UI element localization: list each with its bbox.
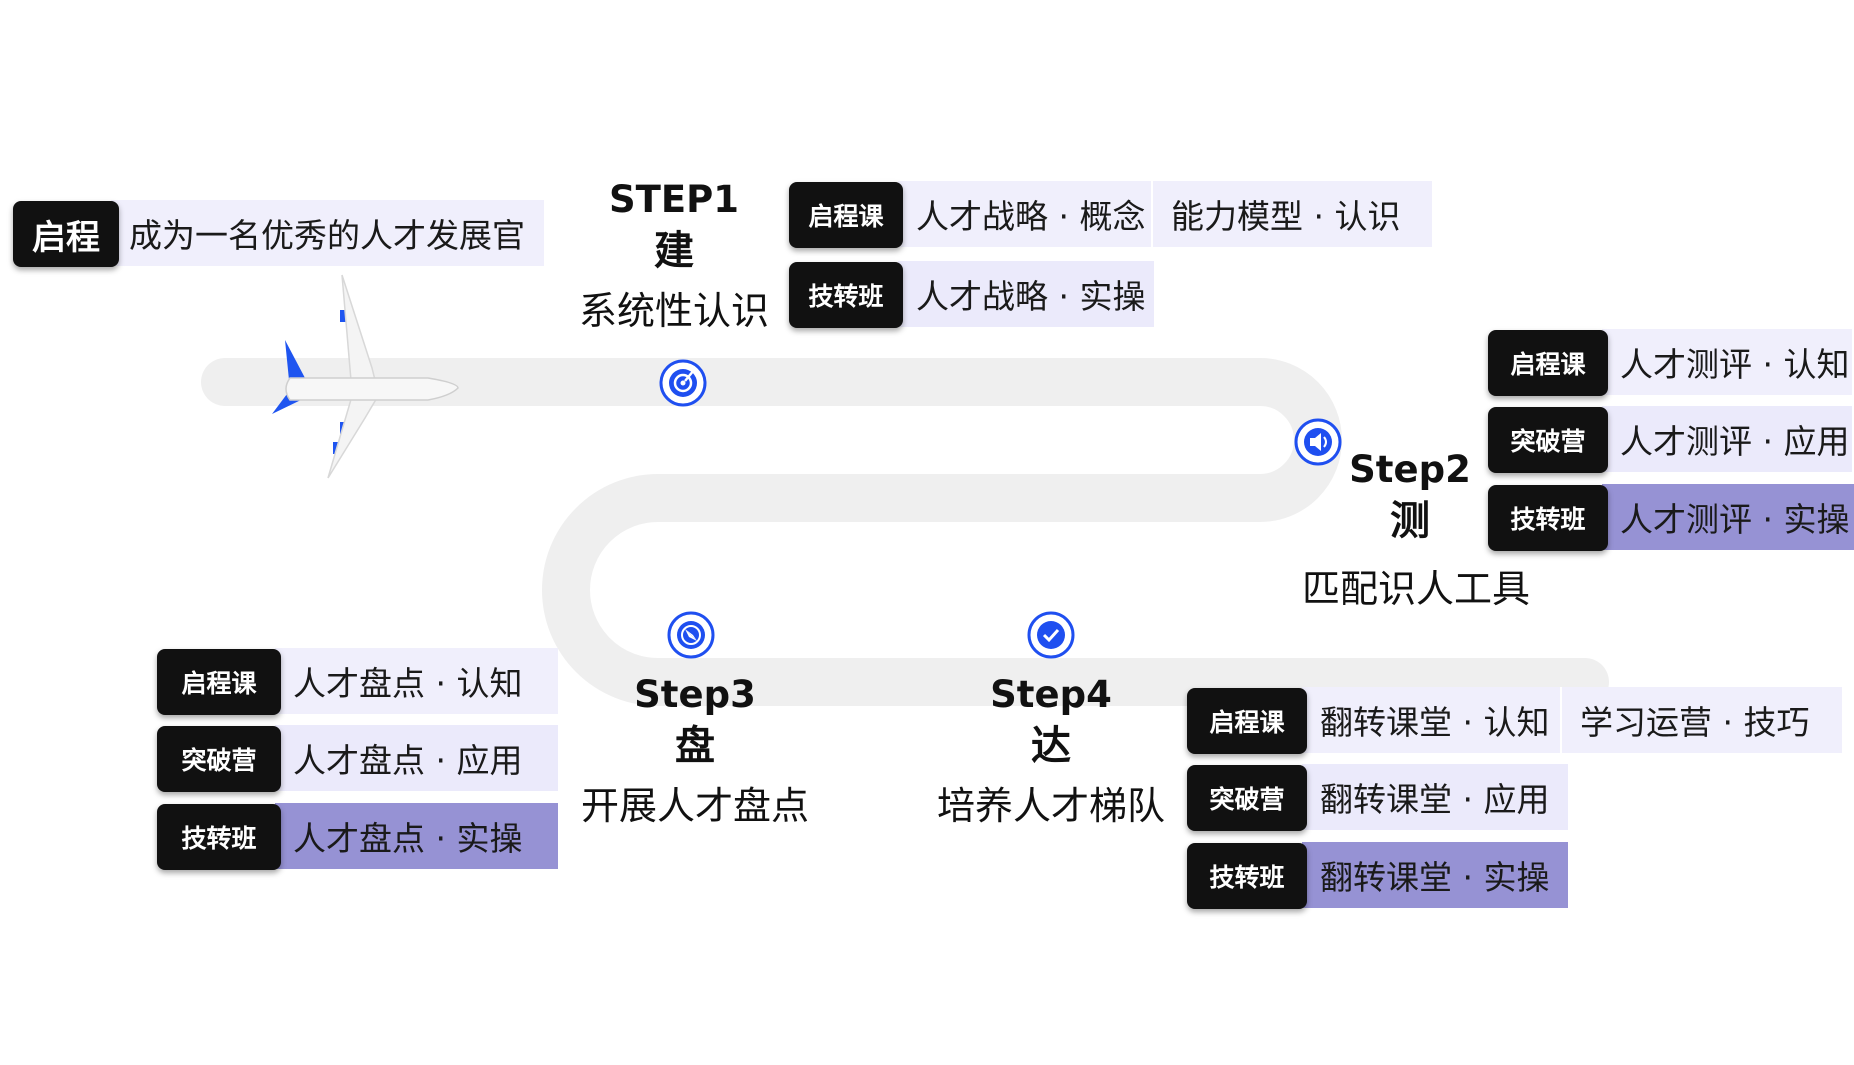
airplane-icon bbox=[272, 274, 459, 479]
step1-row1-cell2: 能力模型 · 认识 bbox=[1151, 181, 1432, 247]
step1-sub: 系统性认识 bbox=[578, 289, 769, 333]
speaker-icon bbox=[1294, 418, 1342, 466]
step3-sub: 开展人才盘点 bbox=[580, 784, 809, 828]
step3-label: Step3 盘 开展人才盘点 bbox=[575, 670, 815, 834]
step4-row2-cell1: 翻转课堂 · 应用 bbox=[1302, 764, 1568, 830]
step1-row1-cell1: 人才战略 · 概念 bbox=[898, 181, 1151, 247]
step1-cn: 建 bbox=[654, 228, 694, 274]
step3-row3-tag: 技转班 bbox=[157, 804, 281, 870]
step3-row1-tag: 启程课 bbox=[157, 649, 281, 715]
step1-row1-tag: 启程课 bbox=[789, 182, 903, 248]
step2-row2-tag: 突破营 bbox=[1488, 407, 1608, 473]
step1-row2-tag: 技转班 bbox=[789, 262, 903, 328]
step4-row1-cell2: 学习运营 · 技巧 bbox=[1560, 687, 1842, 753]
step2-row3-tag: 技转班 bbox=[1488, 485, 1608, 551]
step2-row3-cell1: 人才测评 · 实操 bbox=[1602, 484, 1854, 550]
step4-row1-tag: 启程课 bbox=[1187, 688, 1307, 754]
step2-row1-cell1: 人才测评 · 认知 bbox=[1602, 329, 1852, 395]
step1-row2-cell1: 人才战略 · 实操 bbox=[898, 261, 1154, 327]
step4-row2-tag: 突破营 bbox=[1187, 765, 1307, 831]
step4-en: Step4 bbox=[990, 673, 1112, 716]
step2-sub: 匹配识人工具 bbox=[1301, 567, 1530, 611]
target-icon bbox=[659, 359, 707, 407]
step2-en: Step2 bbox=[1349, 448, 1471, 491]
step1-label: STEP1 建 系统性认识 bbox=[554, 175, 794, 339]
step2-row2-cell1: 人才测评 · 应用 bbox=[1602, 406, 1852, 472]
step3-row2-tag: 突破营 bbox=[157, 726, 281, 792]
step4-cn: 达 bbox=[1031, 723, 1071, 769]
step2-row1-tag: 启程课 bbox=[1488, 330, 1608, 396]
step3-cn: 盘 bbox=[675, 723, 715, 769]
step2-cn: 测 bbox=[1390, 498, 1430, 544]
start-text: 成为一名优秀的人才发展官 bbox=[111, 200, 544, 266]
check-circle-icon bbox=[1027, 611, 1075, 659]
step3-row1-cell1: 人才盘点 · 认知 bbox=[275, 648, 558, 714]
step4-sub: 培养人才梯队 bbox=[936, 784, 1165, 828]
step3-row2-cell1: 人才盘点 · 应用 bbox=[275, 725, 558, 791]
roadmap-path bbox=[201, 358, 1609, 706]
step4-row1-cell1: 翻转课堂 · 认知 bbox=[1302, 687, 1560, 753]
step2-label: Step2 测 bbox=[1290, 445, 1530, 547]
step2-sub-wrap: 匹配识人工具 bbox=[1286, 555, 1546, 617]
step3-en: Step3 bbox=[634, 673, 756, 716]
step4-row3-tag: 技转班 bbox=[1187, 843, 1307, 909]
step3-row3-cell1: 人才盘点 · 实操 bbox=[275, 803, 558, 869]
step4-label: Step4 达 培养人才梯队 bbox=[931, 670, 1171, 834]
compass-icon bbox=[667, 611, 715, 659]
step1-en: STEP1 bbox=[608, 178, 740, 221]
start-tag: 启程 bbox=[13, 201, 119, 267]
step4-row3-cell1: 翻转课堂 · 实操 bbox=[1302, 842, 1568, 908]
